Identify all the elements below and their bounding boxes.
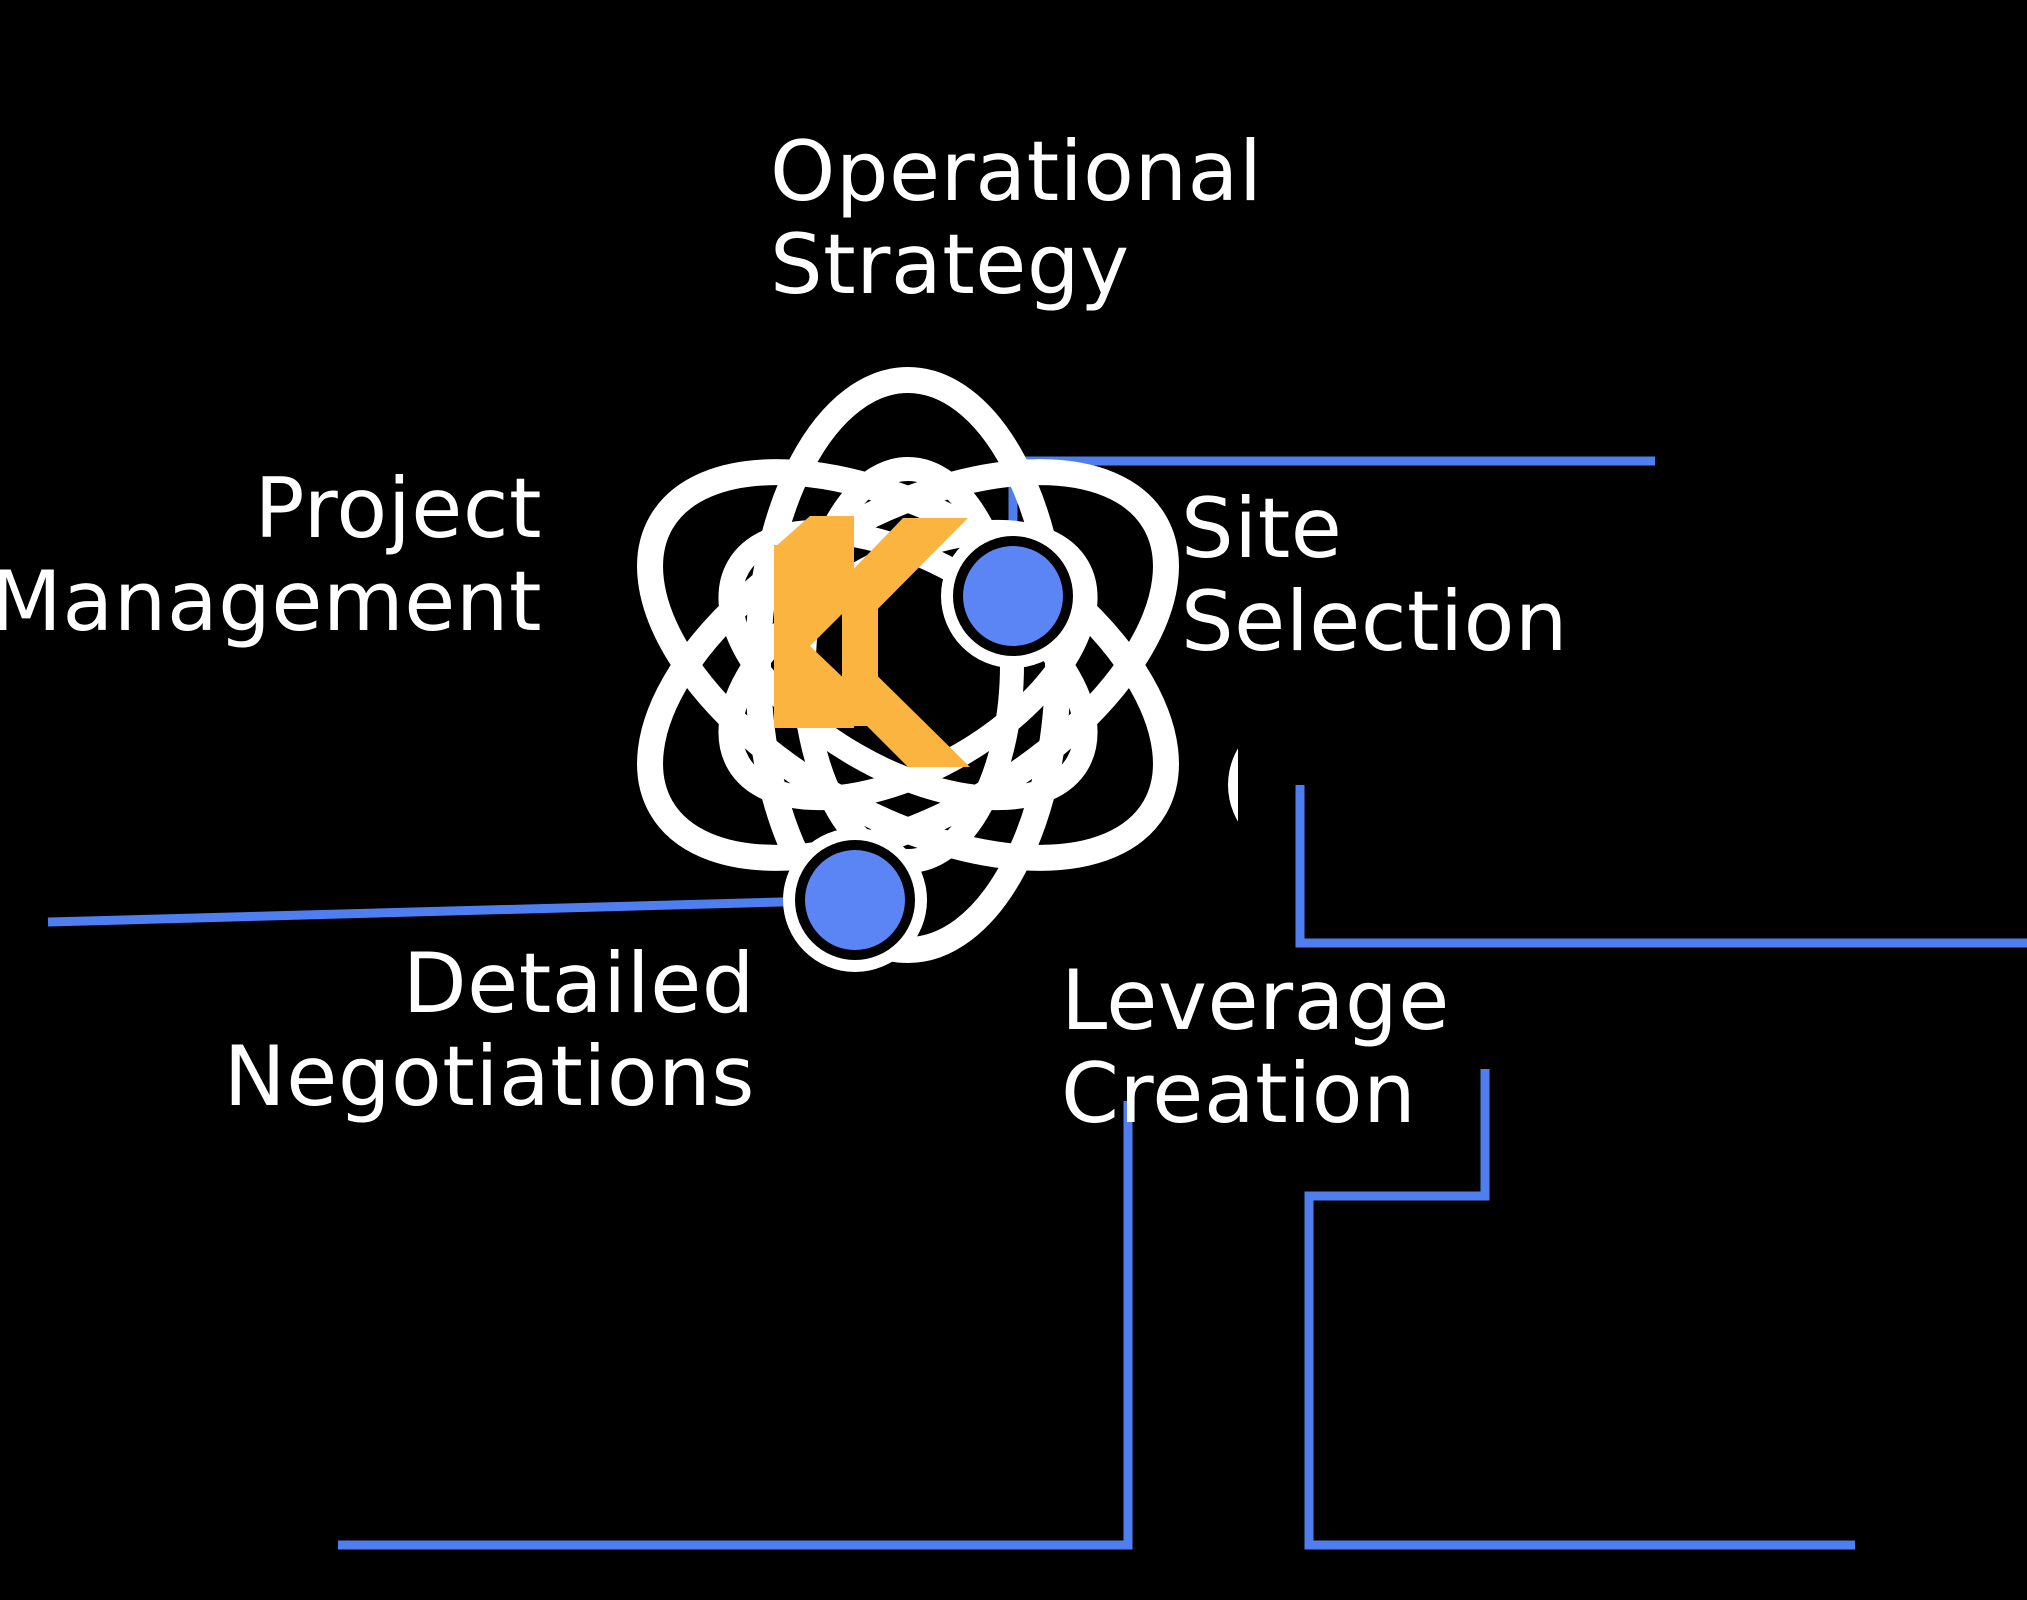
label-line-2: Negotiations: [223, 1027, 755, 1125]
label-operational-strategy: Operational Strategy: [770, 123, 1263, 313]
label-project-management: Project Management: [0, 460, 542, 650]
label-detailed-negotiations: Detailed Negotiations: [223, 935, 755, 1125]
k-logo-shapes: [774, 518, 970, 767]
label-line-1: Site: [1181, 480, 1343, 577]
node-project-management[interactable]: [805, 850, 905, 950]
connector-site-selection: [1295, 785, 2027, 948]
label-line-2: Selection: [1181, 572, 1568, 670]
label-line-1: Leverage: [1061, 952, 1450, 1049]
node-operational-strategy[interactable]: [963, 546, 1063, 646]
label-line-2: Strategy: [770, 215, 1130, 313]
label-line-1: Project: [254, 460, 542, 557]
connector-detailed-negotiations: [338, 1101, 1133, 1550]
label-line-2: Management: [0, 552, 542, 650]
atom-svg: [637, 367, 1557, 1173]
label-line-1: Operational: [770, 123, 1263, 220]
atom-illustration: [578, 355, 1557, 1173]
label-leverage-creation: Leverage Creation: [1061, 952, 1450, 1142]
label-line-1: Detailed: [402, 935, 755, 1032]
label-line-2: Creation: [1061, 1044, 1417, 1142]
label-site-selection: Site Selection: [1181, 480, 1568, 670]
